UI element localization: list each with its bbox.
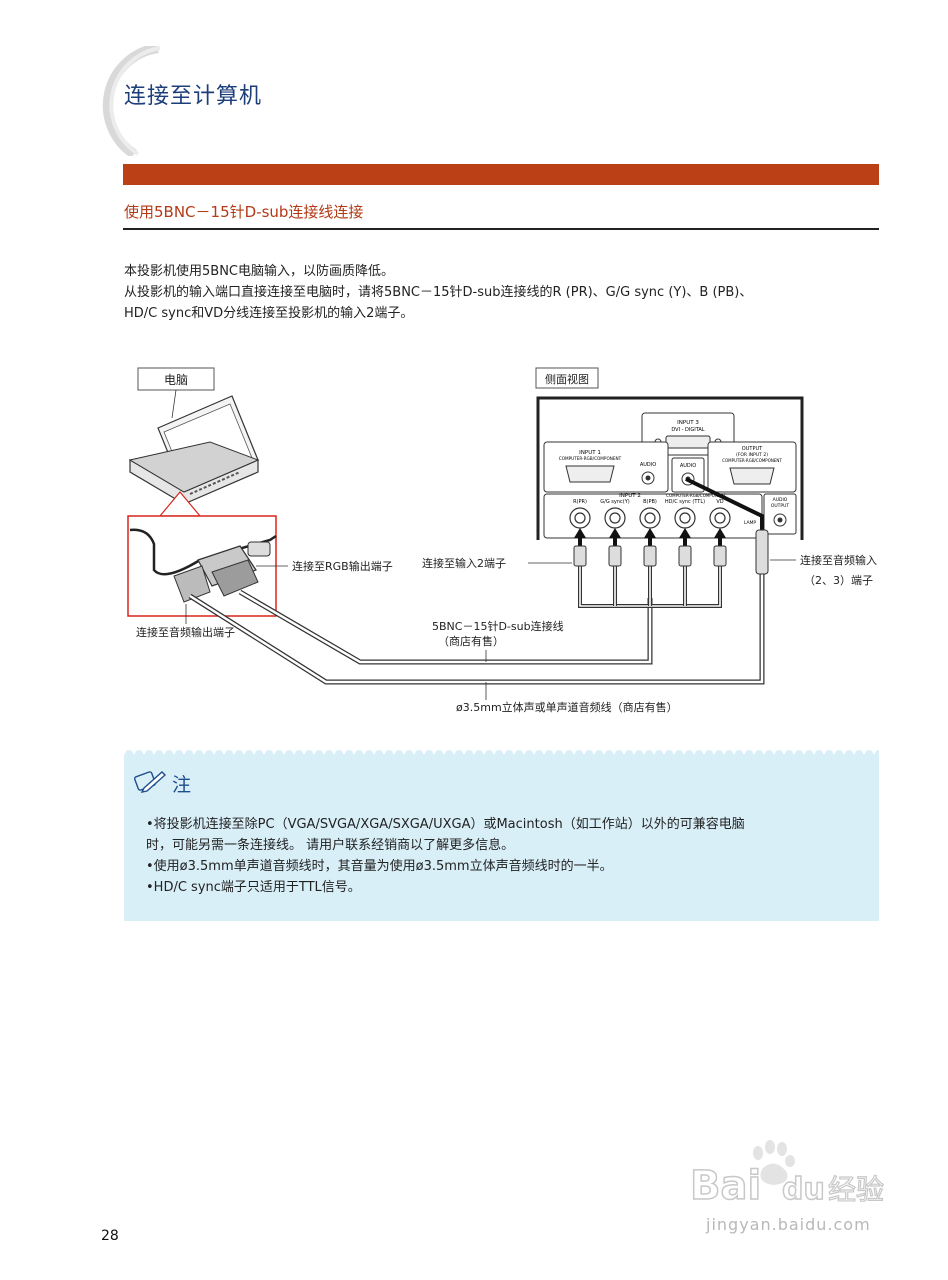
lamp-label: LAMP <box>744 520 757 526</box>
baidu-watermark-logo: Bai du 经验 <box>690 1140 885 1210</box>
bnc-port-label-r: R(PR) <box>573 499 587 505</box>
input2-connect-label: 连接至输入2端子 <box>422 556 506 570</box>
side-view-label-box <box>535 367 599 389</box>
side-view-label: 侧面视图 <box>545 372 589 386</box>
watermark-brand-2: du <box>782 1172 825 1207</box>
watermark-brand-cn: 经验 <box>828 1173 884 1206</box>
audio-in-sub-label: （2、3）端子 <box>804 574 873 587</box>
page-title: 连接至计算机 <box>124 84 263 109</box>
bnc-port-label-b: B(PB) <box>643 499 657 505</box>
watermark-url: jingyan.baidu.com <box>706 1215 871 1234</box>
audio-arrow <box>685 477 764 530</box>
laptop-icon <box>128 395 260 505</box>
section-heading: 使用5BNC－15针D-sub连接线连接 <box>124 203 364 221</box>
audio-output-label: AUDIO <box>773 497 788 503</box>
input1-label: INPUT 1 <box>579 450 601 456</box>
audio1-label: AUDIO <box>640 462 656 468</box>
accent-bar <box>123 164 879 185</box>
output-label: OUTPUT <box>742 446 763 452</box>
corner-arc-decoration <box>102 46 161 156</box>
bnc-plugs <box>573 545 727 567</box>
projector-panel: INPUT 3 DVI - DIGITAL INPUT 1 COMPUTER-R… <box>536 396 804 540</box>
watermark-brand: Bai <box>690 1163 761 1209</box>
note-title: 注 <box>172 774 192 796</box>
note-scallop-edge <box>124 744 879 754</box>
bnc-arrows <box>574 528 726 546</box>
note-line-2: 时，可能另需一条连接线。 请用户联系经销商以了解更多信息。 <box>146 838 515 853</box>
bnc-port-label-vd: VD <box>716 499 723 505</box>
audio-out-label: 连接至音频输出端子 <box>136 625 235 639</box>
input2-label: INPUT 2 <box>619 493 641 499</box>
output-sub-label: (FOR INPUT 2) <box>736 452 768 458</box>
bnc-port-label-hd: HD/C sync (TTL) <box>665 499 705 505</box>
intro-line-1: 本投影机使用5BNC电脑输入，以防画质降低。 <box>124 264 394 279</box>
laptop-port-closeup <box>129 528 277 603</box>
note-line-4: •HD/C sync端子只适用于TTL信号。 <box>146 880 361 895</box>
output-sub-label-2: COMPUTER-RGB/COMPONENT <box>722 458 782 463</box>
note-box <box>124 748 879 921</box>
note-line-3: •使用ø3.5mm单声道音频线时，其音量为使用ø3.5mm立体声音频线时的一半。 <box>146 859 613 874</box>
bnc-fanout-cables <box>578 564 722 608</box>
rgb-out-label: 连接至RGB输出端子 <box>292 559 393 573</box>
computer-label: 电脑 <box>164 373 188 387</box>
dvi-label: DVI - DIGITAL <box>671 427 704 433</box>
audio-output-sub-label: OUTPUT <box>771 503 790 509</box>
connection-diagram: 电脑 侧面视图 INPUT 3 DVI - DIGITAL <box>127 367 877 714</box>
page-number: 28 <box>101 1228 119 1244</box>
heading-rule <box>123 228 879 230</box>
input3-label: INPUT 3 <box>677 420 699 426</box>
audio2-label: AUDIO <box>680 463 696 469</box>
audio-plug <box>755 529 769 575</box>
intro-line-3: HD/C sync和VD分线连接至投影机的输入2端子。 <box>124 306 414 321</box>
intro-line-2: 从投影机的输入端口直接连接至电脑时，请将5BNC－15针D-sub连接线的R (… <box>124 285 753 300</box>
input2-sub-label: COMPUTER-RGB/COMPONENT <box>666 493 726 498</box>
bnc-cable-sub-label: （商店有售） <box>438 634 504 648</box>
audio-cable-label: ø3.5mm立体声或单声道音频线（商店有售） <box>456 700 678 714</box>
bnc-cable-label: 5BNC－15针D-sub连接线 <box>432 619 564 633</box>
note-line-1: •将投影机连接至除PC（VGA/SVGA/XGA/SXGA/UXGA）或Maci… <box>146 817 745 832</box>
audio-in-label: 连接至音频输入 <box>800 553 877 567</box>
bnc-port-label-g: G/G sync(Y) <box>600 499 630 505</box>
input1-sub-label: COMPUTER-RGB/COMPONENT <box>559 456 622 461</box>
pencil-note-icon <box>134 771 166 793</box>
